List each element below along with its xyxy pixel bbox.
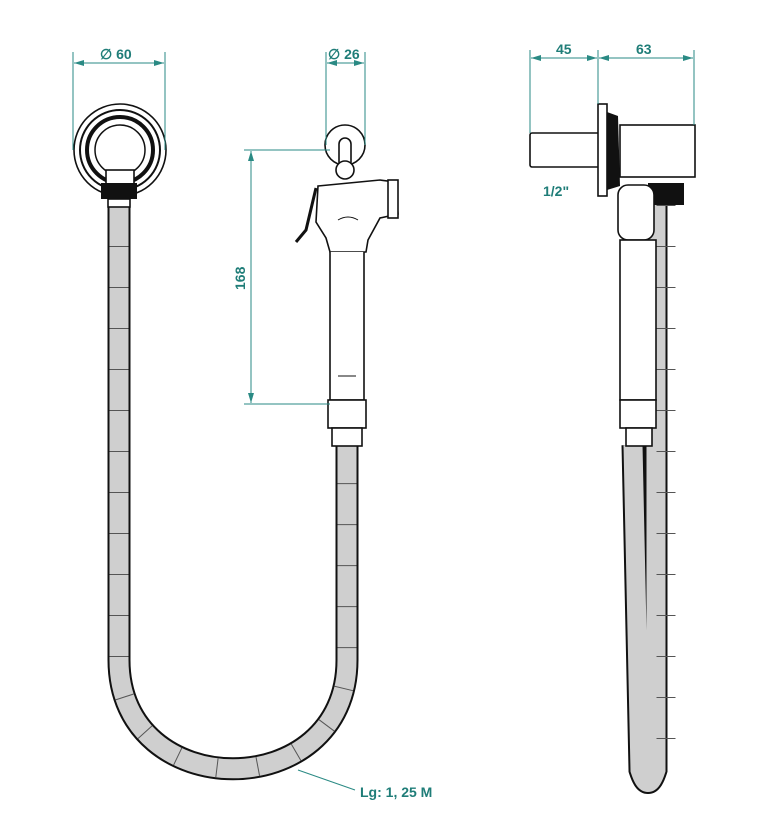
label-handshower-length: 168: [232, 266, 248, 290]
hand-shower-front: [294, 124, 399, 447]
wall-outlet-front: [73, 103, 167, 208]
label-hose-length: Lg: 1, 25 M: [360, 784, 432, 800]
dimension-handshower-length: 168: [232, 149, 330, 405]
hose-front: [107, 205, 359, 781]
hose-length-callout: Lg: 1, 25 M: [297, 769, 432, 800]
dimension-handshower-diameter: ∅ 26: [325, 46, 366, 145]
side-view: [529, 103, 696, 794]
dimension-side: 45 63 1/2": [529, 41, 695, 199]
label-outlet-projection: 63: [636, 41, 652, 57]
label-outlet-diameter: ∅ 60: [100, 46, 132, 62]
label-handshower-diameter: ∅ 26: [328, 46, 360, 62]
dimension-outlet-diameter: ∅ 60: [72, 46, 166, 150]
label-thread: 1/2": [543, 183, 569, 199]
label-wall-depth: 45: [556, 41, 572, 57]
